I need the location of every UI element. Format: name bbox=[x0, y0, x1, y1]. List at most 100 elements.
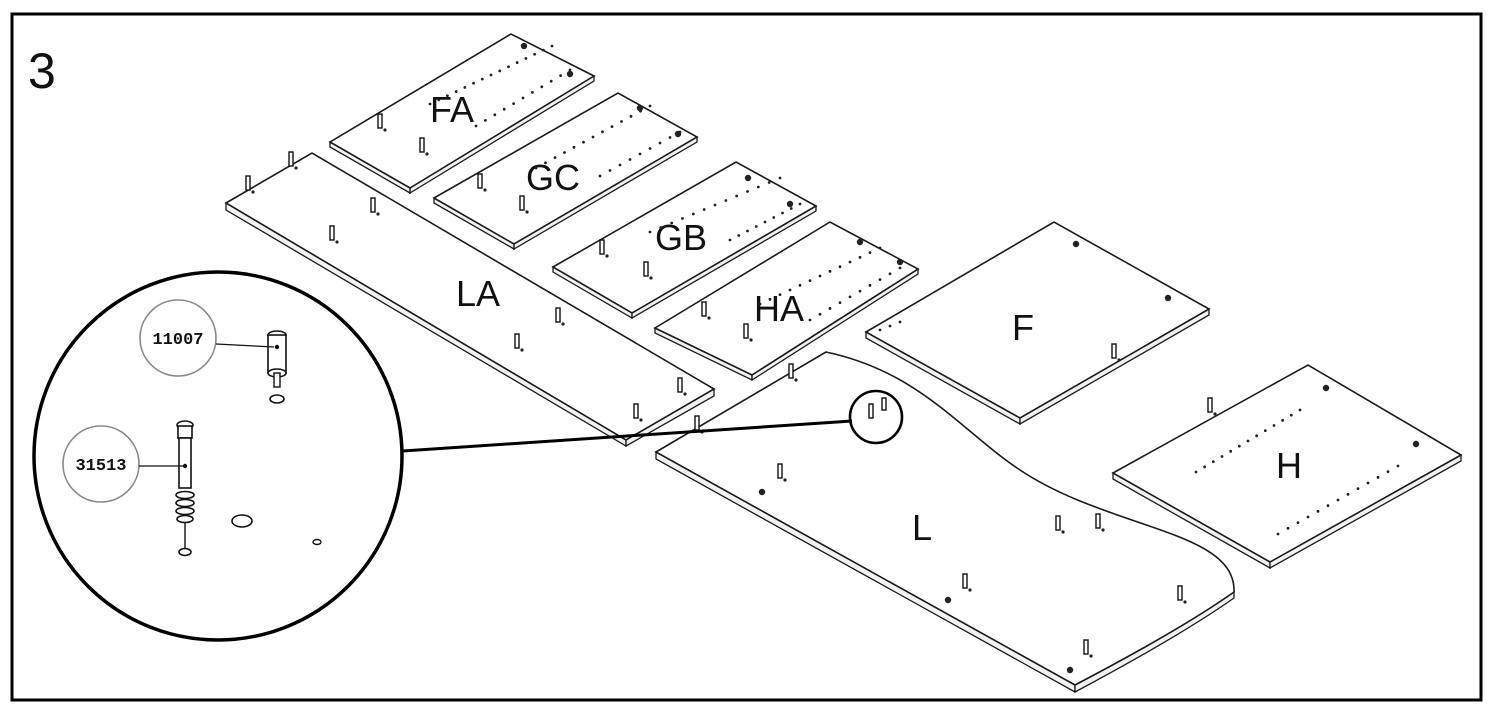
hole bbox=[618, 163, 622, 167]
hole bbox=[868, 283, 872, 287]
hole bbox=[1306, 515, 1310, 519]
hole bbox=[601, 130, 604, 134]
hole bbox=[858, 255, 862, 259]
hole bbox=[878, 328, 882, 332]
hole bbox=[498, 69, 502, 73]
hole bbox=[683, 392, 687, 396]
hole bbox=[898, 266, 902, 270]
cam-hole-mark bbox=[1066, 666, 1074, 674]
hole bbox=[724, 199, 728, 202]
panel-label-h: H bbox=[1276, 445, 1302, 486]
panel-gb: GB bbox=[551, 161, 818, 320]
hole bbox=[648, 230, 652, 234]
hole bbox=[898, 320, 902, 324]
callout-source-circle bbox=[848, 389, 904, 445]
hole bbox=[484, 119, 487, 122]
hole bbox=[561, 322, 565, 326]
hole bbox=[533, 52, 536, 56]
hole bbox=[1272, 424, 1276, 427]
hole bbox=[1276, 532, 1280, 536]
dowel-peg bbox=[1207, 397, 1213, 413]
hole bbox=[798, 283, 802, 287]
hole bbox=[582, 140, 585, 144]
dowel-peg bbox=[599, 239, 605, 255]
hole bbox=[658, 141, 662, 145]
hole bbox=[1220, 455, 1224, 458]
hole bbox=[294, 166, 298, 170]
cam-hole-mark bbox=[1412, 440, 1420, 448]
cam-hole-mark bbox=[674, 130, 682, 138]
hole bbox=[808, 318, 812, 322]
hole bbox=[702, 208, 706, 211]
dowel-peg bbox=[514, 333, 520, 349]
hole bbox=[598, 174, 602, 178]
hole bbox=[756, 185, 760, 189]
dowel-peg bbox=[1177, 585, 1183, 601]
hole bbox=[749, 338, 753, 342]
panel-ha: HA bbox=[653, 221, 920, 382]
cam-hole-mark bbox=[786, 200, 794, 208]
hole bbox=[524, 57, 528, 60]
hole bbox=[794, 378, 798, 382]
hole bbox=[868, 251, 872, 255]
cam-hole-mark bbox=[856, 238, 864, 246]
callout-source-pegs bbox=[868, 397, 887, 419]
hole bbox=[251, 190, 255, 194]
hole bbox=[713, 203, 717, 207]
hole bbox=[888, 324, 892, 328]
hole bbox=[1289, 413, 1293, 417]
hole bbox=[1101, 528, 1105, 532]
hole bbox=[746, 190, 749, 193]
dowel-peg bbox=[788, 363, 794, 379]
hole bbox=[878, 278, 882, 281]
hole bbox=[515, 61, 519, 64]
hole bbox=[512, 102, 515, 105]
dowel-peg bbox=[643, 261, 649, 277]
detail-circle bbox=[32, 270, 404, 642]
panel-label-gc: GC bbox=[526, 157, 580, 198]
hole bbox=[425, 152, 429, 156]
hole bbox=[620, 120, 623, 123]
cam-hole bbox=[231, 514, 253, 528]
dowel-peg bbox=[633, 403, 639, 419]
panel-f: F bbox=[864, 221, 1211, 426]
hole bbox=[681, 217, 684, 220]
detail-magnifier: 11007 31513 bbox=[32, 270, 404, 642]
cam-hole-mark bbox=[1072, 240, 1080, 248]
hole bbox=[737, 234, 741, 237]
hole bbox=[1203, 465, 1207, 469]
hole bbox=[1213, 412, 1217, 416]
hole bbox=[818, 274, 822, 278]
hole bbox=[772, 216, 776, 219]
dowel-peg bbox=[777, 463, 783, 479]
hole bbox=[610, 125, 614, 129]
hole bbox=[1296, 521, 1300, 525]
hole bbox=[1366, 481, 1370, 485]
hole bbox=[1061, 530, 1065, 534]
hole bbox=[480, 77, 484, 81]
hole bbox=[1298, 408, 1302, 412]
hole bbox=[639, 418, 643, 422]
cam-pin-11007 bbox=[267, 330, 287, 404]
hole bbox=[376, 212, 380, 216]
hole bbox=[783, 478, 787, 482]
hole bbox=[335, 240, 339, 244]
hole bbox=[534, 166, 538, 170]
hole bbox=[767, 181, 771, 184]
hole bbox=[638, 152, 642, 156]
dowel-peg bbox=[1083, 639, 1089, 655]
part-badge-31513: 31513 bbox=[62, 425, 183, 503]
cam-hole-mark bbox=[520, 42, 528, 50]
hole bbox=[454, 90, 458, 93]
hole bbox=[493, 113, 497, 117]
panel-label-fa: FA bbox=[430, 89, 474, 130]
dowel-peg bbox=[245, 175, 251, 191]
hole bbox=[818, 312, 822, 316]
hole bbox=[1396, 464, 1400, 468]
hole bbox=[670, 221, 674, 225]
hole bbox=[437, 98, 441, 102]
dowel-peg bbox=[419, 137, 425, 153]
hole bbox=[521, 96, 525, 100]
hole bbox=[1336, 498, 1340, 502]
